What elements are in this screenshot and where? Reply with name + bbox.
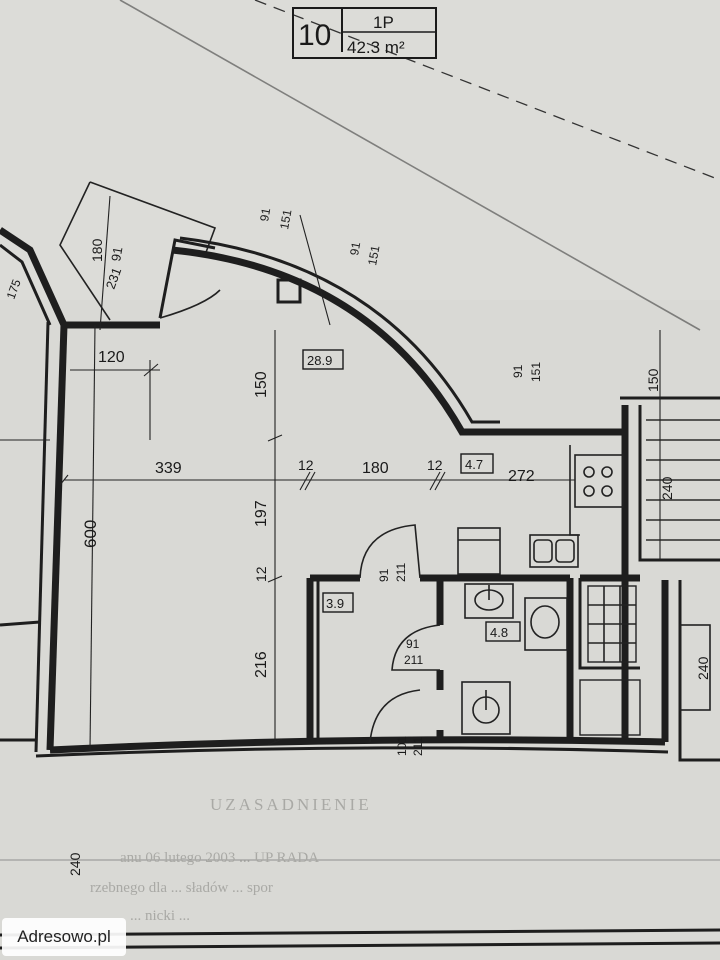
dim-272: 272 bbox=[508, 468, 535, 485]
storage-box bbox=[579, 679, 641, 736]
boundary-dashed-line bbox=[254, 0, 720, 181]
faded-line-1: anu 06 lutego 2003 ... UP RADA bbox=[120, 850, 319, 866]
dim-door-mid-91: 91 bbox=[347, 241, 363, 257]
outer-walls bbox=[0, 181, 720, 762]
unit-area: 42.3 m² bbox=[347, 38, 405, 57]
faded-line-2: rzebnego dla ... sładów ... spor bbox=[90, 880, 273, 896]
dim-right-240a: 240 bbox=[659, 476, 675, 500]
room-area-living: 28.9 bbox=[307, 353, 332, 368]
door-swings bbox=[159, 289, 441, 743]
dim-right-240b: 240 bbox=[695, 656, 711, 680]
dim-door-top-91: 91 bbox=[257, 207, 273, 223]
dim-197: 197 bbox=[253, 500, 270, 527]
dim-right-151: 151 bbox=[529, 362, 543, 382]
dim-339: 339 bbox=[155, 460, 182, 477]
dim-12-vertical: 12 bbox=[253, 566, 269, 582]
dim-120: 120 bbox=[98, 349, 125, 366]
room-area-kitchen: 4.7 bbox=[465, 457, 483, 472]
dim-right-91: 91 bbox=[511, 364, 525, 378]
dim-bottom-240: 240 bbox=[67, 852, 83, 876]
tiled-shaft bbox=[587, 585, 637, 663]
dim-12a: 12 bbox=[298, 457, 314, 473]
adjacent-shaft bbox=[679, 624, 711, 711]
dim-left-edge: 175 bbox=[4, 277, 24, 301]
faded-heading: UZASADNIENIE bbox=[210, 795, 372, 814]
room-area-bathroom: 4.8 bbox=[490, 625, 508, 640]
dim-door-d-211: 211 bbox=[404, 653, 423, 667]
dim-600: 600 bbox=[81, 520, 100, 548]
unit-number: 10 bbox=[298, 19, 331, 52]
bathroom-washbasin bbox=[464, 583, 514, 619]
kitchen-sink bbox=[529, 534, 579, 568]
bathroom-toilet bbox=[524, 597, 568, 651]
dim-12b: 12 bbox=[427, 457, 443, 473]
dim-door-c-91: 91 bbox=[377, 568, 391, 582]
dim-top-180: 180 bbox=[89, 238, 105, 262]
dim-door-c-211: 211 bbox=[394, 563, 408, 582]
room-box-kitchen bbox=[460, 453, 494, 474]
room-area-hall: 3.9 bbox=[326, 596, 344, 611]
kitchen-stove bbox=[574, 454, 624, 508]
dim-216: 216 bbox=[253, 651, 270, 678]
interior-walls bbox=[306, 445, 640, 742]
dim-top-91: 91 bbox=[108, 246, 125, 263]
washing-machine bbox=[457, 527, 501, 575]
dim-180: 180 bbox=[362, 460, 389, 477]
adresowo-watermark: Adresowo.pl bbox=[2, 918, 126, 956]
dim-door-e-211: 211 bbox=[411, 737, 425, 756]
dim-150: 150 bbox=[253, 371, 270, 398]
balcony-hatch bbox=[646, 419, 720, 541]
dimension-lines bbox=[0, 195, 720, 861]
dim-right-150: 150 bbox=[645, 368, 661, 392]
dim-door-e-101: 101 bbox=[395, 736, 409, 756]
room-box-bathroom bbox=[485, 621, 521, 642]
room-box-hall bbox=[322, 592, 354, 613]
dim-door-top-151: 151 bbox=[277, 208, 294, 230]
dim-door-mid-151: 151 bbox=[365, 244, 382, 266]
room-box-living bbox=[302, 349, 344, 370]
floor-label: 1P bbox=[373, 13, 394, 32]
dim-door-d-91: 91 bbox=[406, 637, 420, 651]
shower-tray bbox=[461, 681, 511, 735]
dim-top-231: 231 bbox=[103, 266, 125, 292]
title-block bbox=[292, 7, 437, 59]
faded-line-3: ... nicki ... bbox=[130, 908, 190, 924]
